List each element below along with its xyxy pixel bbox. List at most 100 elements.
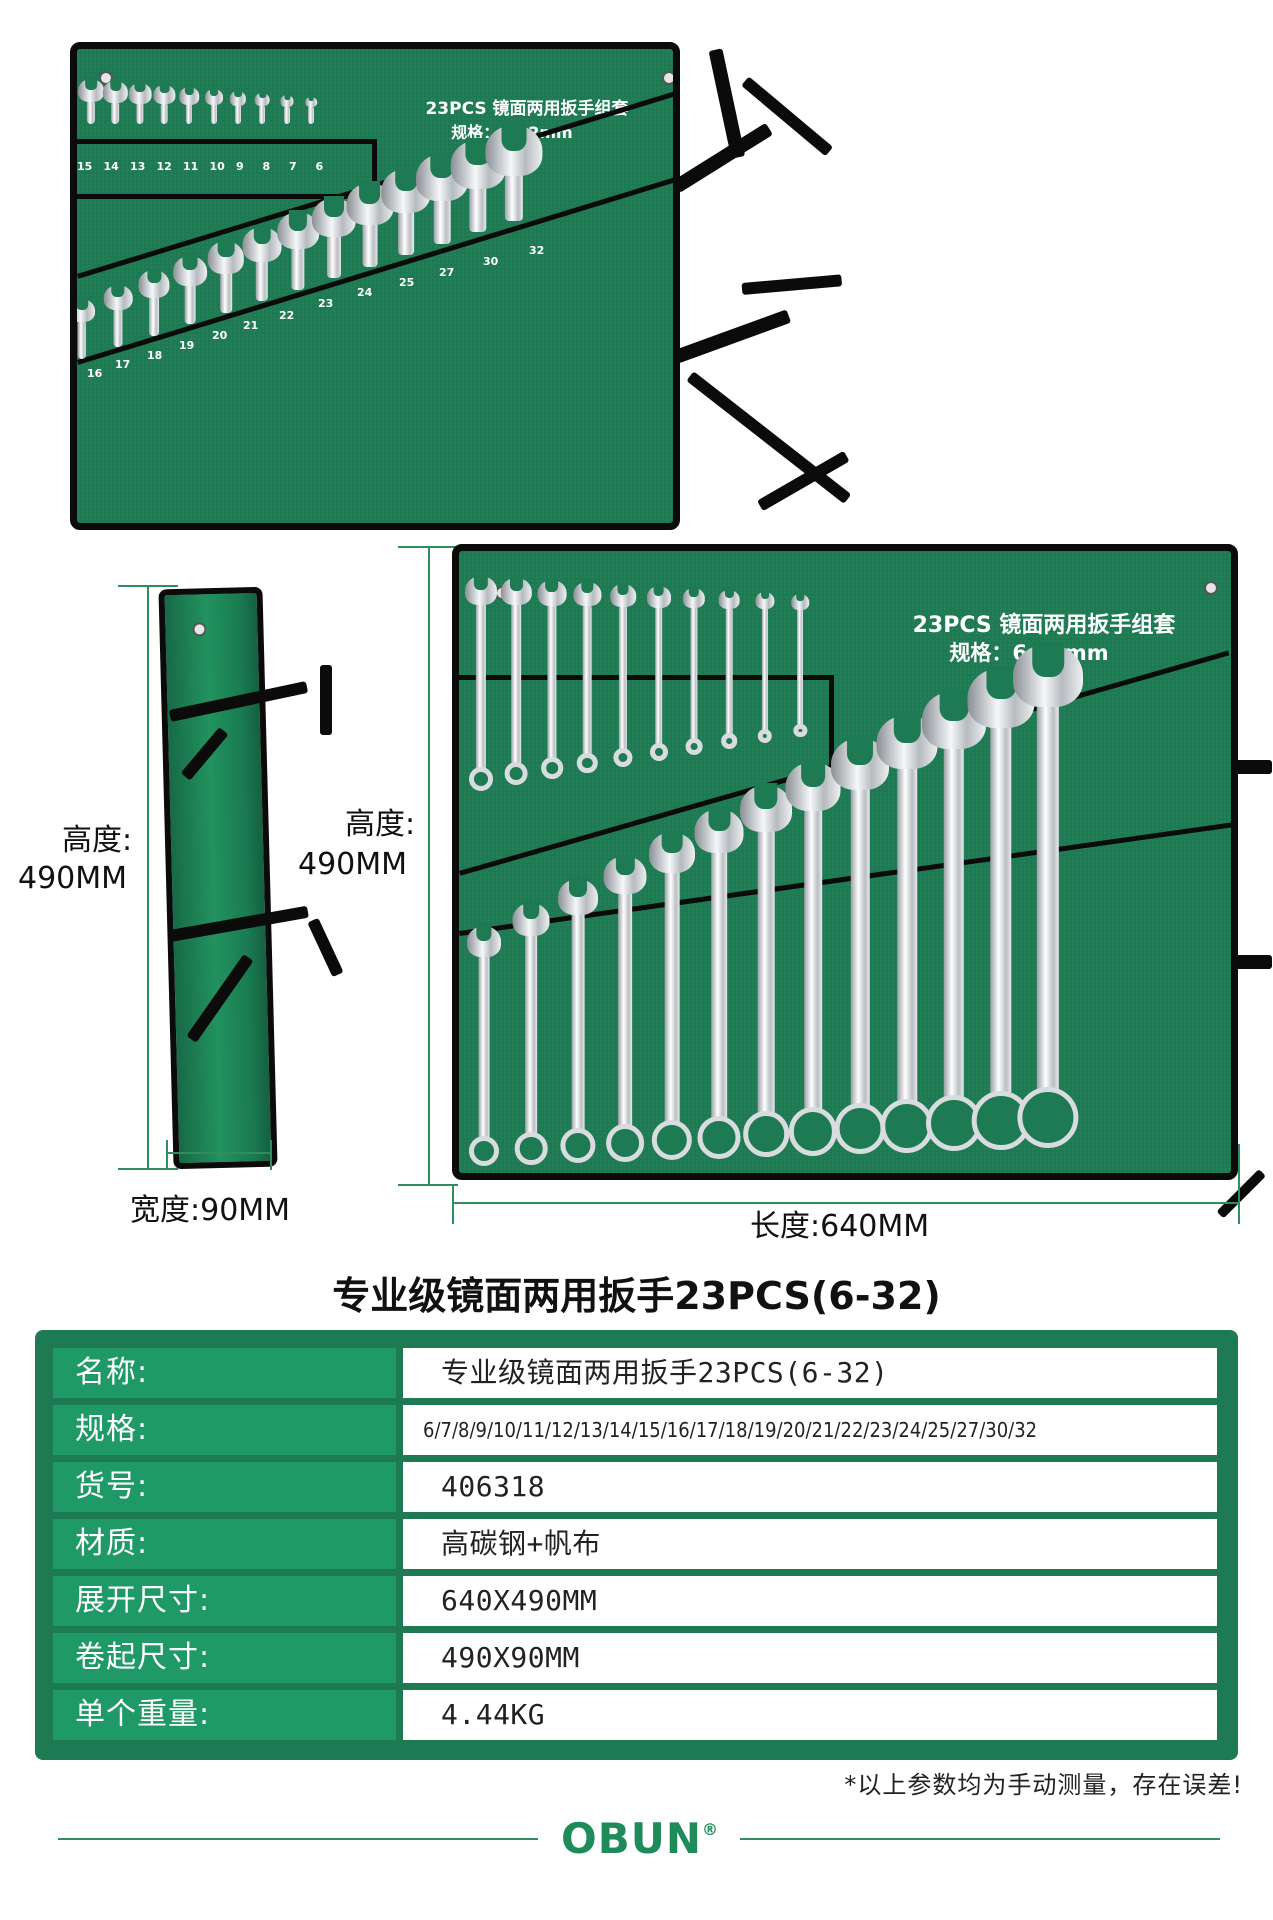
size-label: 14: [103, 160, 119, 173]
spec-row: 货号: 406318: [53, 1462, 1217, 1512]
wrench-roll-top: 23PCS 镜面两用扳手组套 规格：6-32mm 151413121110987…: [70, 42, 680, 530]
grommet: [192, 622, 207, 637]
wrench-image: [785, 761, 841, 1156]
width-dim-line: [166, 1152, 270, 1154]
size-label: 8: [262, 160, 271, 173]
height-dim-line-left: [147, 585, 149, 1168]
wrench-image: [791, 594, 810, 737]
size-label: 9: [236, 160, 244, 173]
wrench-image: [204, 89, 223, 124]
disclaimer-note: *以上参数均为手动测量，存在误差!: [844, 1771, 1243, 1799]
size-label: 11: [183, 160, 199, 173]
grommet: [662, 71, 673, 85]
spec-key: 规格:: [53, 1405, 396, 1455]
tie-strap: [673, 309, 792, 364]
wrench-image: [512, 902, 550, 1165]
height-dim-tick: [118, 585, 178, 587]
size-label: 24: [357, 286, 373, 299]
footer-divider-left: [58, 1838, 538, 1840]
wrench-image: [922, 691, 986, 1151]
wrench-image: [255, 93, 270, 124]
size-label: 32: [529, 244, 545, 257]
wrench-image: [649, 832, 695, 1160]
wrench-image: [558, 879, 598, 1163]
wrench-image: [501, 578, 532, 785]
spec-value: 490X90MM: [403, 1633, 1217, 1683]
wrench-image: [77, 299, 95, 359]
wrench-image: [103, 81, 128, 124]
length-dim-tick: [452, 1184, 454, 1224]
size-label: 23: [318, 297, 334, 310]
wrench-image: [173, 255, 207, 325]
size-label: 10: [209, 160, 225, 173]
wrench-image: [755, 592, 775, 743]
size-label: 25: [399, 276, 415, 289]
wrench-image: [485, 125, 543, 221]
spec-row: 材质: 高碳钢+帆布: [53, 1519, 1217, 1569]
tie-strap: [686, 371, 852, 504]
pocket-top: [459, 675, 834, 805]
spec-key: 名称:: [53, 1348, 396, 1398]
size-label: 7: [289, 160, 297, 173]
size-label: 16: [87, 367, 103, 380]
size-label: 30: [483, 255, 499, 268]
wrench-image: [682, 588, 706, 755]
tie-strap: [672, 122, 773, 193]
size-label: 12: [156, 160, 172, 173]
pocket-top: [77, 139, 377, 199]
wrench-image: [603, 855, 647, 1162]
spec-key: 卷起尺寸:: [53, 1633, 396, 1683]
length-dim-tick: [1238, 1144, 1240, 1224]
spec-row: 展开尺寸: 640X490MM: [53, 1576, 1217, 1626]
wrench-image: [646, 586, 671, 761]
wrench-roll-main: 23PCS 镜面两用扳手组套 规格：6-32mm: [452, 544, 1238, 1180]
spec-key: 货号:: [53, 1462, 396, 1512]
wrench-image: [179, 87, 199, 124]
size-label: 21: [243, 319, 259, 332]
width-dim-tick: [270, 1140, 272, 1170]
spec-row: 名称: 专业级镜面两用扳手23PCS(6-32): [53, 1348, 1217, 1398]
spec-row: 规格: 6/7/8/9/10/11/12/13/14/15/16/17/18/1…: [53, 1405, 1217, 1455]
size-label: 22: [279, 309, 295, 322]
wrench-image: [138, 270, 170, 336]
spec-key: 单个重量:: [53, 1690, 396, 1740]
wrench-image: [465, 576, 497, 791]
wrench-image: [740, 785, 792, 1157]
spec-value: 专业级镜面两用扳手23PCS(6-32): [403, 1348, 1217, 1398]
wrench-image: [876, 714, 938, 1153]
spec-key: 材质:: [53, 1519, 396, 1569]
roll-heading: 23PCS 镜面两用扳手组套: [912, 613, 1176, 638]
brand-name: OBUN: [561, 1814, 702, 1863]
spec-value: 高碳钢+帆布: [403, 1519, 1217, 1569]
length-dim-line: [452, 1202, 1238, 1204]
wrench-image: [1013, 644, 1083, 1148]
height-value-right: 490MM: [298, 847, 408, 882]
spec-value: 640X490MM: [403, 1576, 1217, 1626]
wrench-image: [573, 582, 602, 773]
height-dim-tick: [398, 1184, 458, 1186]
spec-row: 单个重量: 4.44KG: [53, 1690, 1217, 1740]
spec-value: 4.44KG: [403, 1690, 1217, 1740]
height-label-right: 高度:: [345, 807, 416, 842]
wrench-image: [207, 241, 245, 313]
tie-strap: [320, 665, 332, 735]
tie-strap: [1232, 955, 1272, 969]
wrench-image: [694, 808, 744, 1159]
wrench-image: [229, 91, 247, 124]
size-label: 15: [77, 160, 93, 173]
spec-table: 名称: 专业级镜面两用扳手23PCS(6-32) 规格: 6/7/8/9/10/…: [35, 1330, 1238, 1760]
width-label: 宽度:90MM: [130, 1193, 291, 1228]
tie-strap: [708, 48, 746, 159]
wrench-image: [305, 97, 318, 124]
brand-logo: OBUN®: [555, 1814, 725, 1863]
registered-mark: ®: [701, 1820, 719, 1839]
height-dim-line-right: [428, 546, 430, 1184]
wrench-image: [78, 79, 104, 124]
size-label: 6: [315, 160, 324, 173]
wrench-image: [467, 926, 501, 1166]
wrench-image: [103, 284, 133, 348]
size-label: 18: [147, 349, 163, 362]
wrench-image: [242, 226, 282, 302]
height-label-left: 高度:: [62, 823, 133, 858]
footer-divider-right: [740, 1838, 1220, 1840]
